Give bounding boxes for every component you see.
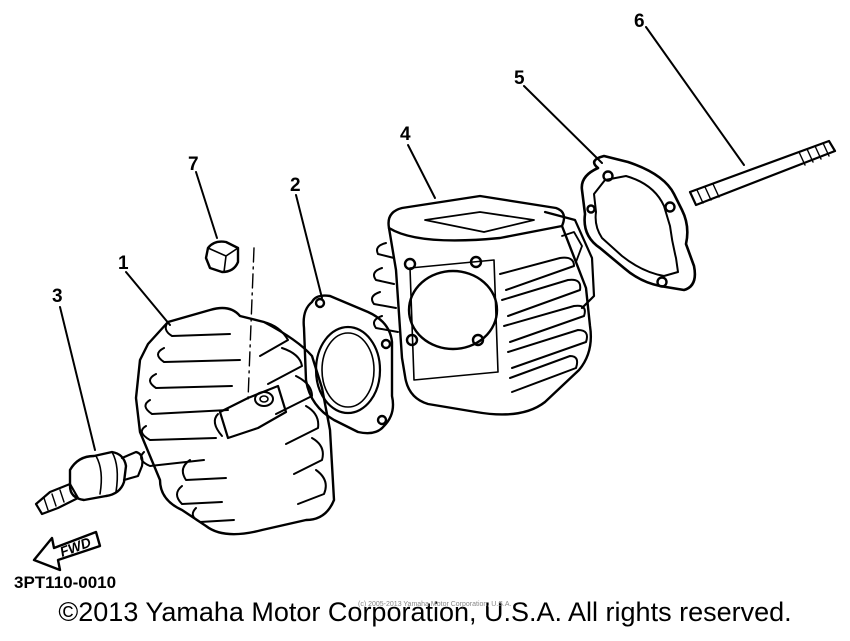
cylinder-4 [371, 194, 596, 416]
callout-4: 4 [400, 124, 411, 145]
fwd-arrow: FWD [32, 530, 102, 572]
alignment-line [247, 247, 255, 401]
callout-6: 6 [634, 11, 645, 32]
cylinder-head-1 [134, 306, 336, 536]
part-code: 3PT110-0010 [14, 573, 117, 592]
callout-5: 5 [514, 68, 525, 89]
callout-1: 1 [118, 253, 129, 274]
nut-7 [204, 240, 240, 274]
copyright-notice: ©2013 Yamaha Motor Corporation, U.S.A. A… [58, 597, 792, 627]
fwd-label: FWD [58, 534, 93, 560]
stud-bolt-6 [688, 139, 837, 207]
callout-2: 2 [290, 175, 301, 196]
leader-lines [59, 26, 745, 451]
sensor-3 [34, 450, 144, 516]
base-gasket-5 [580, 154, 697, 292]
head-gasket-2 [302, 294, 395, 435]
watermark: (c) 2005-2013 Yamaha Motor Corporation, … [358, 601, 512, 608]
callout-3: 3 [52, 286, 63, 307]
callout-7: 7 [188, 154, 199, 175]
